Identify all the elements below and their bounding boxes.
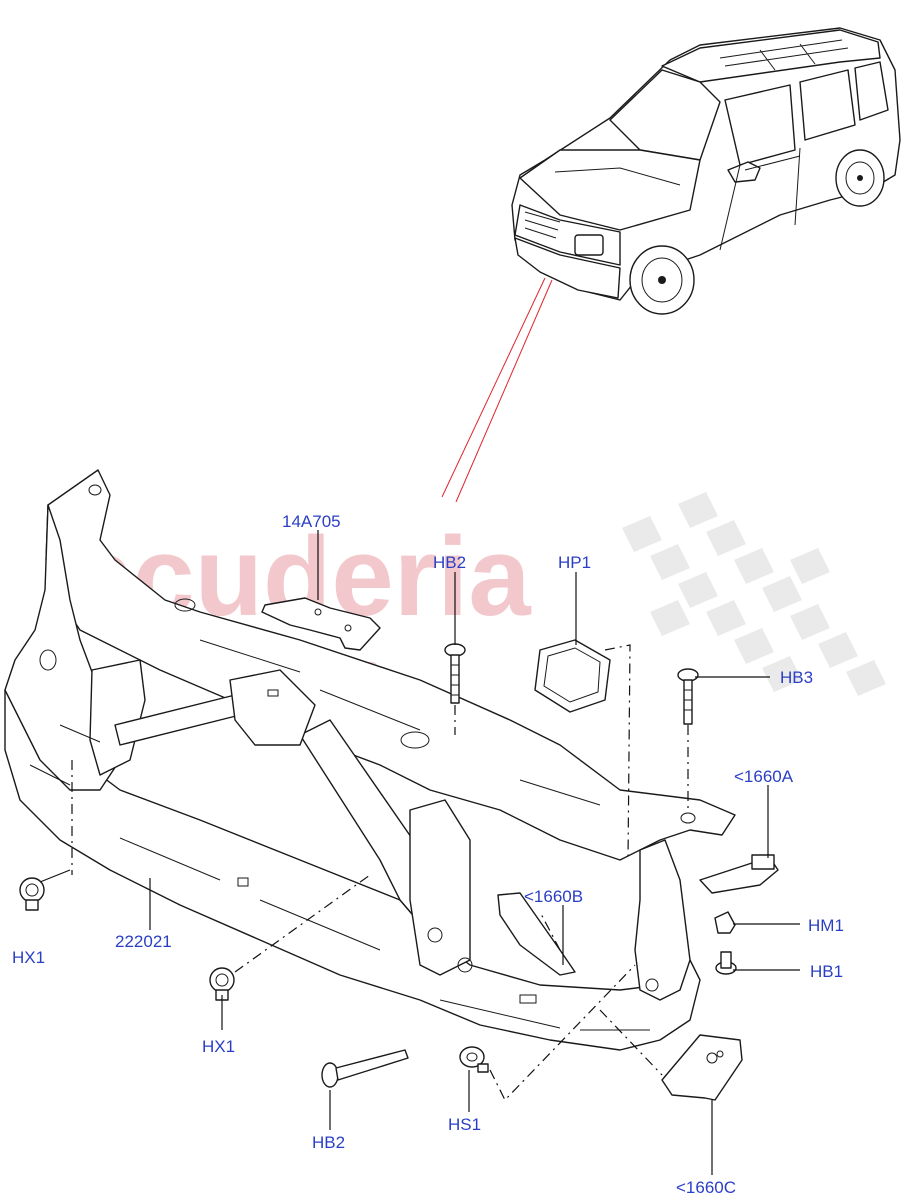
callout-hx1-bottom: HX1	[202, 1037, 235, 1056]
front-end-carrier	[4, 469, 736, 1051]
highlight-line	[441, 277, 546, 498]
bolt-hb3	[677, 668, 699, 725]
callout-labels: 14A705 HB2 HP1 HB3 <1660A <1660B HM1 HB1…	[12, 512, 844, 1197]
bracket-hp1	[534, 639, 611, 713]
callout-1660a: <1660A	[734, 767, 794, 786]
callout-hb3: HB3	[780, 668, 813, 687]
bracket-14a705	[261, 597, 381, 651]
bolt-hs1	[459, 1046, 489, 1073]
bolt-hb1	[715, 951, 737, 975]
clip-hx1-left	[19, 877, 45, 911]
callout-1660b: <1660B	[524, 887, 583, 906]
callout-hb2-bottom: HB2	[312, 1133, 345, 1152]
bracket-1660a	[699, 854, 779, 894]
assembly-lines	[71, 644, 689, 1102]
highlight-line	[455, 279, 553, 503]
bracket-1660b	[497, 892, 576, 976]
callout-222021: 222021	[115, 932, 172, 951]
bolt-hb2-top	[444, 643, 466, 704]
checkered-flag-watermark	[622, 492, 886, 696]
leader-lines	[39, 530, 800, 1175]
nut-hm1	[714, 911, 736, 934]
callout-hx1-left: HX1	[12, 948, 45, 967]
callout-hp1: HP1	[558, 553, 591, 572]
callout-hb2-top: HB2	[433, 553, 466, 572]
bracket-1660c	[661, 1034, 743, 1101]
callout-hm1: HM1	[808, 916, 844, 935]
bolt-hb2-bottom	[321, 1049, 409, 1088]
callout-1660c: <1660C	[676, 1178, 736, 1197]
callout-14a705: 14A705	[282, 512, 341, 531]
vehicle-illustration	[511, 27, 901, 315]
callout-hs1: HS1	[448, 1115, 481, 1134]
callout-hb1: HB1	[810, 962, 843, 981]
